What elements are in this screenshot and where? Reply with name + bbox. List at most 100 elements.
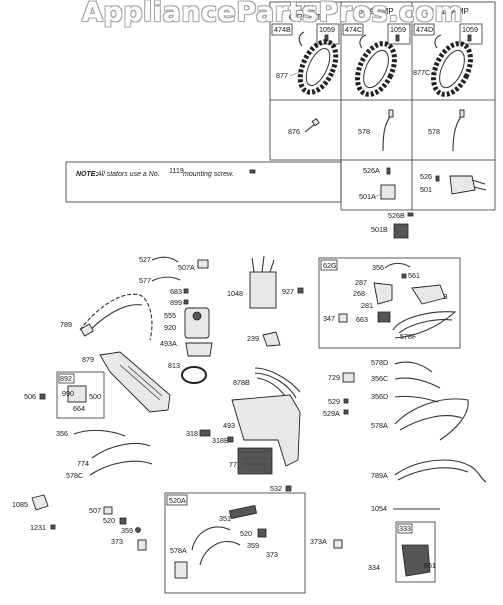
rectifier-icon [380,184,396,200]
regulator-bracket-icon [231,394,301,475]
harness-icon [394,398,469,441]
table-frame [269,1,496,161]
callout-507: 507 [89,506,101,515]
callout-526B: 526B [388,211,405,220]
callout-351: 351 [219,514,231,523]
callout-527: 527 [139,255,151,264]
callout-1231: 1231 [30,523,46,532]
group-box-520A [164,492,306,594]
harness-icon [384,262,411,269]
callout-774: 774 [77,459,89,468]
callout-578C: 578C [66,471,83,480]
harness-icon [89,460,153,476]
callout-1059: 1059 [390,25,406,34]
callout-347: 347 [323,314,335,323]
switch-bracket-icon [338,282,446,323]
screw-box [316,23,340,45]
kit-box [342,23,364,36]
callout-359: 359 [121,526,133,535]
screw-icon [435,175,440,182]
harness-icon [392,311,457,339]
screw-box [387,23,411,45]
callout-578D: 578D [371,358,388,367]
callout-507A: 507A [178,263,195,272]
callout-334: 334 [368,563,380,572]
callout-501A: 501A [359,192,376,201]
callout-1085: 1085 [12,500,28,509]
callout-474D: 474D [416,25,433,34]
key-switch-icon [67,385,87,403]
callout-1054: 1054 [371,504,387,513]
regulator-icon [449,175,476,195]
callout-1059: 1059 [462,25,478,34]
harness-icon [191,526,231,551]
callout-990: 990 [62,389,74,398]
callout-520: 520 [240,529,252,538]
wire-harness-icon [79,293,153,341]
header-10-16-amp: 10 - 16 AMP [425,7,469,16]
callout-373: 373 [266,550,278,559]
harness-icon [73,429,126,437]
callout-526A: 526A [363,166,380,175]
callout-493A: 493A [160,339,177,348]
callout-474B: 474B [274,25,291,34]
callout-62G: 62G [323,261,337,270]
header-dual-circuit-2: CIRCUIT [289,13,322,22]
stator-ring-icon [431,34,473,97]
callout-500: 500 [89,392,101,401]
callout-520A: 520A [169,496,186,505]
callout-561: 561 [408,271,420,280]
callout-281: 281 [361,301,373,310]
callout-789: 789 [60,320,72,329]
note-screw-number: 1119 [169,166,184,175]
callout-1048: 1048 [227,289,243,298]
callout-239: 239 [247,334,259,343]
screw-icon [395,34,400,42]
callout-879: 879 [82,355,94,364]
callout-356C: 356C [371,374,388,383]
callout-577: 577 [139,276,151,285]
note-text-end: mounting screw. [183,171,234,178]
callout-501B: 501B [371,225,388,234]
header-dual-circuit: DUAL [294,4,316,13]
callout-356D: 356D [371,392,388,401]
stator-ring-icon [297,31,339,95]
callout-578A: 578A [170,546,187,555]
callout-664: 664 [73,404,85,413]
callout-529A: 529A [323,409,340,418]
callout-729: 729 [328,373,340,382]
callout-333: 333 [399,524,411,533]
callout-578A: 578A [371,421,388,430]
stator-ring-icon [355,34,397,97]
connector-icon [342,372,355,383]
callout-927: 927 [282,287,294,296]
callout-813: 813 [168,361,180,370]
group-box-333 [395,521,436,583]
callout-920: 920 [164,323,176,332]
screw-icon [467,34,472,42]
group-box-62G [318,257,461,349]
callout-520: 520 [103,516,115,525]
callout-899: 899 [170,298,182,307]
lead-wire [382,114,392,152]
stator-options-table: DUAL CIRCUIT 5 - 9 AMP 10 - 16 AMP 474B … [65,1,496,211]
switch-icon [401,544,431,577]
fuse-holder-icon [228,504,258,520]
harness-icon [394,361,433,373]
callout-877: 877 [276,71,288,80]
callout-373A: 373A [310,537,327,546]
callout-663: 663 [356,315,368,324]
kit-box [413,23,435,36]
callout-268: 268 [353,289,365,298]
screw-icon [386,167,391,175]
group-box-892 [56,371,105,419]
callout-356: 356 [56,429,68,438]
bracket-icon [99,351,171,413]
header-5-9-amp: 5 - 9 AMP [358,7,393,16]
note-label: NOTE: [76,171,98,178]
callout-789A: 789A [371,471,388,480]
callout-506: 506 [24,392,36,401]
screw-icon [407,212,414,217]
harness-icon [394,459,487,483]
